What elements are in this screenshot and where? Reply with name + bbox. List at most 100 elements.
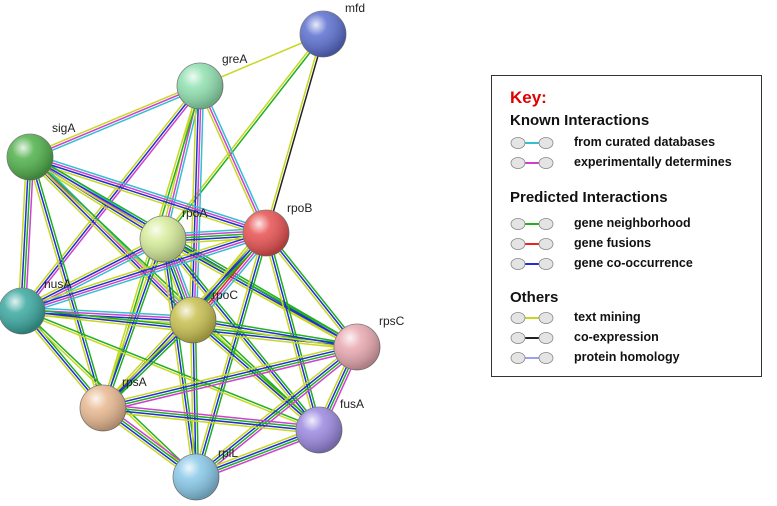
edge-mfd-rpoB: [264, 33, 325, 234]
legend-label: gene fusions: [574, 236, 652, 250]
legend-predicted-heading: Predicted Interactions: [510, 189, 668, 206]
edge-line-curated: [201, 84, 269, 233]
edge-nusA-fusA: [21, 309, 320, 432]
edge-line-experimental: [24, 157, 35, 312]
swatch-ball: [538, 218, 554, 230]
edge-line-cooccurrence: [194, 345, 357, 477]
edge-line-neighborhood: [194, 319, 200, 477]
edge-line-neighborhood: [194, 317, 322, 429]
edge-line-text: [190, 321, 318, 433]
legend-title: Key:: [510, 88, 547, 107]
edge-line-neighborhood: [267, 232, 323, 430]
edge-line-coexp: [266, 34, 325, 234]
edge-line-experimental: [193, 86, 202, 321]
legend-label: experimentally determines: [574, 155, 732, 169]
node-greA[interactable]: greA: [176, 52, 247, 110]
edge-line-experimental: [23, 87, 203, 313]
node-label: greA: [222, 52, 247, 66]
edge-line-text: [264, 33, 323, 233]
swatch-ball: [538, 137, 554, 149]
node-highlight: [296, 407, 342, 453]
node-highlight: [140, 216, 186, 262]
node-layer: mfd greA sigA rpoA rpoB nusA rpoC rpsC rpsA fusA r…: [0, 1, 405, 501]
edge-swatch-icon: [510, 238, 554, 250]
edge-swatch-icon: [510, 332, 554, 344]
legend-label: co-expression: [574, 330, 659, 344]
swatch-ball: [510, 352, 526, 364]
node-label: nusA: [44, 277, 71, 291]
node-label: rpsA: [122, 375, 147, 389]
node-highlight: [243, 210, 289, 256]
edge-line-text: [26, 157, 102, 409]
swatch-ball: [510, 312, 526, 324]
node-rpoC[interactable]: rpoC: [169, 288, 238, 344]
edge-rpoC-rplL: [189, 319, 200, 478]
node-highlight: [177, 63, 223, 109]
edge-swatch-icon: [510, 157, 554, 169]
swatch-ball: [510, 238, 526, 250]
edge-line-cooccurrence: [191, 85, 200, 320]
swatch-ball: [510, 258, 526, 270]
node-nusA[interactable]: nusA: [0, 277, 71, 335]
edge-line-text: [263, 234, 356, 349]
node-rpsC[interactable]: rpsC: [333, 314, 405, 371]
edge-line-text: [193, 343, 356, 475]
node-rplL[interactable]: rplL: [172, 446, 238, 501]
swatch-ball: [538, 258, 554, 270]
legend-item-fusion: gene fusions: [510, 235, 760, 253]
node-highlight: [80, 385, 126, 431]
legend-item-coexp: co-expression: [510, 329, 760, 347]
edge-line-neighborhood: [103, 347, 358, 410]
edge-line-cooccurrence: [192, 319, 358, 348]
edge-line-curated: [30, 152, 268, 231]
edge-rpoB-nusA: [20, 228, 268, 316]
legend-box: Key: Known Interactions from curated dat…: [491, 75, 762, 377]
edge-line-neighborhood: [104, 239, 166, 410]
edge-line-experimental: [30, 155, 195, 320]
edge-line-neighborhood: [30, 154, 359, 346]
edge-greA-sigA: [28, 83, 202, 160]
edge-line-experimental: [22, 233, 267, 313]
edge-line-text: [19, 84, 199, 310]
edge-line-curated: [22, 235, 268, 316]
edge-sigA-rpoC: [26, 153, 197, 324]
edge-line-cooccurrence: [21, 237, 163, 311]
edge-line-text: [102, 410, 319, 435]
node-rpoA[interactable]: rpoA: [139, 206, 207, 263]
swatch-ball: [538, 157, 554, 169]
swatch-ball: [510, 218, 526, 230]
node-mfd[interactable]: mfd: [299, 1, 365, 58]
edge-rpoB-rpsC: [263, 231, 360, 349]
edge-line-cooccurrence: [21, 231, 266, 311]
node-fusA[interactable]: fusA: [295, 397, 364, 454]
edge-line-neighborhood: [22, 309, 320, 430]
edge-line-text: [192, 321, 357, 351]
edge-swatch-icon: [510, 258, 554, 270]
edge-line-cooccurrence: [29, 157, 266, 235]
edge-line-cooccurrence: [195, 232, 267, 478]
swatch-ball: [510, 157, 526, 169]
node-label: rpsC: [379, 314, 405, 328]
node-highlight: [170, 297, 216, 343]
node-rpsA[interactable]: rpsA: [79, 375, 147, 432]
legend-label: gene neighborhood: [574, 216, 691, 230]
edge-sigA-rpsA: [26, 156, 107, 409]
node-label: mfd: [345, 1, 365, 15]
edge-line-neighborhood: [103, 406, 320, 430]
edge-rpoB-fusA: [262, 232, 323, 431]
edge-rpsA-fusA: [102, 403, 320, 435]
node-label: rpoA: [182, 206, 207, 220]
edge-line-neighborhood: [267, 231, 360, 346]
node-sigA[interactable]: sigA: [6, 121, 75, 181]
node-rpoB[interactable]: rpoB: [242, 201, 312, 257]
edge-line-neighborhood: [193, 316, 358, 346]
edge-swatch-icon: [510, 352, 554, 364]
edge-line-text: [21, 311, 319, 432]
edge-line-neighborhood: [22, 157, 32, 312]
legend-label: gene co-occurrence: [574, 256, 693, 270]
node-highlight: [7, 134, 53, 180]
edge-line-curated: [22, 306, 194, 318]
edge-line-text: [28, 159, 266, 238]
edge-line-neighborhood: [30, 155, 321, 430]
